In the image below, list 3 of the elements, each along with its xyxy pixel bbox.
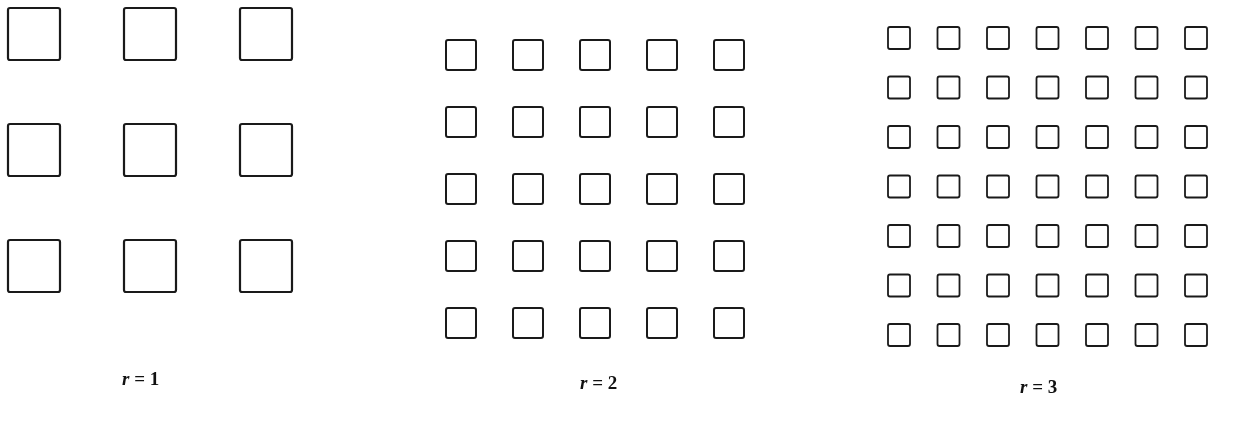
parameter-label: r = 1 bbox=[122, 368, 160, 390]
parameter-label: r = 3 bbox=[1020, 376, 1058, 398]
parameter-label: r = 2 bbox=[580, 372, 618, 394]
